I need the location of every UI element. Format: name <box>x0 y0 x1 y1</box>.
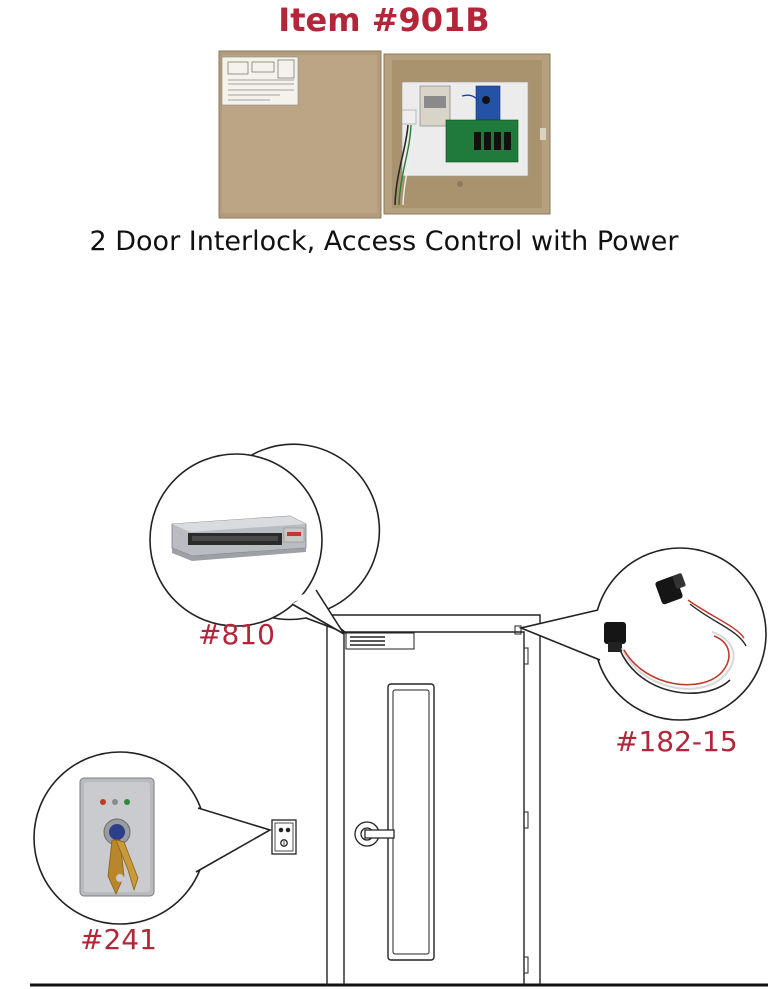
part-label-241: #241 <box>80 923 157 956</box>
key-switch-plate-icon <box>79 777 155 897</box>
callout-241 <box>33 751 273 925</box>
item-title: Item #901B <box>278 1 490 39</box>
subtitle: 2 Door Interlock, Access Control with Po… <box>89 226 679 257</box>
door-handle-icon <box>354 821 395 847</box>
magnetic-lock-icon <box>171 515 307 561</box>
door-position-switch-icon <box>604 573 747 694</box>
wall-switch-icon <box>271 819 297 855</box>
power-supply-enclosure-icon <box>218 50 551 219</box>
part-label-810: #810 <box>198 618 275 651</box>
door-frame <box>326 614 541 985</box>
callout-182-15 <box>518 547 767 721</box>
callout-810 <box>149 443 381 635</box>
part-label-182-15: #182-15 <box>615 725 738 758</box>
